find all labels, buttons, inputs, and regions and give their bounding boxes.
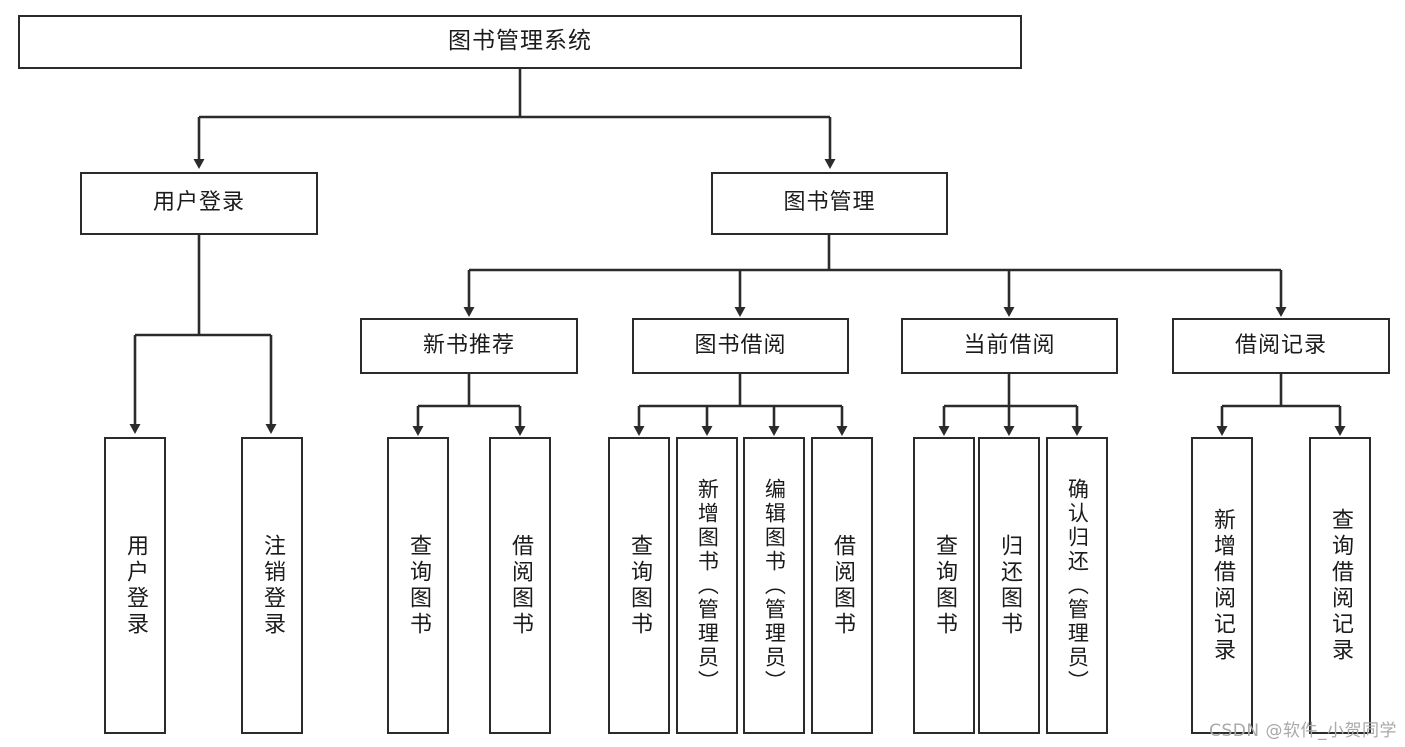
leaf-current-borrow-query[interactable]: 查询图书 xyxy=(913,437,975,734)
leaf-user-login-signin[interactable]: 用户登录 xyxy=(104,437,166,734)
node-user-login[interactable]: 用户登录 xyxy=(80,172,318,235)
node-new-book-recommend[interactable]: 新书推荐 xyxy=(360,318,578,374)
node-label: 用户登录 xyxy=(122,533,148,638)
watermark-text: CSDN @软件_小贺同学 xyxy=(1209,721,1397,741)
node-label: 借阅图书 xyxy=(507,533,533,638)
node-label: 当前借阅 xyxy=(963,332,1056,358)
node-book-borrow[interactable]: 图书借阅 xyxy=(632,318,849,374)
node-current-borrow[interactable]: 当前借阅 xyxy=(901,318,1118,374)
node-label: 图书借阅 xyxy=(694,332,787,358)
leaf-current-borrow-confirm[interactable]: 确认归还（管理员） xyxy=(1046,437,1108,734)
leaf-current-borrow-return[interactable]: 归还图书 xyxy=(978,437,1040,734)
node-label: 图书管理 xyxy=(783,190,876,216)
leaf-book-borrow-lend[interactable]: 借阅图书 xyxy=(811,437,873,734)
leaf-borrow-record-query[interactable]: 查询借阅记录 xyxy=(1309,437,1371,734)
node-label: 查询图书 xyxy=(931,533,957,638)
node-label: 新书推荐 xyxy=(422,332,515,358)
leaf-borrow-record-add[interactable]: 新增借阅记录 xyxy=(1191,437,1253,734)
node-label: 归还图书 xyxy=(996,533,1022,638)
node-label: 确认归还（管理员） xyxy=(1065,477,1090,694)
node-label: 查询图书 xyxy=(405,533,431,638)
node-label: 借阅图书 xyxy=(829,533,855,638)
node-root-system[interactable]: 图书管理系统 xyxy=(18,15,1022,69)
node-label: 注销登录 xyxy=(259,533,285,638)
leaf-book-borrow-edit[interactable]: 编辑图书（管理员） xyxy=(743,437,805,734)
node-label: 编辑图书（管理员） xyxy=(762,477,787,694)
leaf-book-borrow-add[interactable]: 新增图书（管理员） xyxy=(676,437,738,734)
node-borrow-record[interactable]: 借阅记录 xyxy=(1172,318,1390,374)
node-label: 查询图书 xyxy=(626,533,652,638)
node-label: 借阅记录 xyxy=(1234,332,1327,358)
node-label: 用户登录 xyxy=(152,190,245,216)
node-label: 查询借阅记录 xyxy=(1327,507,1353,664)
node-label: 图书管理系统 xyxy=(448,28,592,55)
node-book-management[interactable]: 图书管理 xyxy=(711,172,948,235)
node-label: 新增借阅记录 xyxy=(1209,507,1235,664)
leaf-new-book-borrow[interactable]: 借阅图书 xyxy=(489,437,551,734)
leaf-user-login-signout[interactable]: 注销登录 xyxy=(241,437,303,734)
leaf-new-book-query[interactable]: 查询图书 xyxy=(387,437,449,734)
node-label: 新增图书（管理员） xyxy=(695,477,720,694)
leaf-book-borrow-query[interactable]: 查询图书 xyxy=(608,437,670,734)
